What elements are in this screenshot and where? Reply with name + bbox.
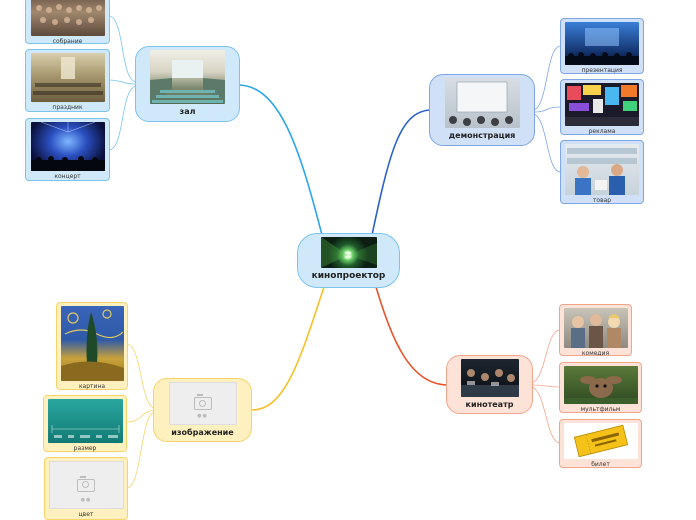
cinema-child-comedy[interactable]: комедия: [559, 304, 632, 357]
image-child-size[interactable]: размер: [43, 395, 127, 452]
painting-image: [60, 306, 124, 381]
connector-demo-1: [533, 45, 561, 111]
placeholder-dots-icon: ●●: [197, 413, 208, 419]
cinema-child-ticket[interactable]: билет: [559, 419, 642, 468]
connector-image-2: [126, 409, 155, 423]
presentation-image: [565, 22, 639, 65]
hall-child-meeting[interactable]: собрание: [25, 0, 110, 45]
concert-label: концерт: [54, 173, 81, 180]
placeholder-dots-icon: ●●: [80, 497, 92, 503]
demonstration-image: [444, 78, 520, 128]
camera-icon: [77, 475, 95, 492]
image-child-painting[interactable]: картина: [56, 302, 128, 390]
branch-demonstration-label: демонстрация: [448, 131, 516, 140]
branch-hall-label: зал: [179, 107, 196, 116]
cinema-child-cartoon[interactable]: мультфильм: [559, 362, 642, 413]
hall-child-concert[interactable]: концерт: [25, 118, 110, 181]
comedy-label: комедия: [581, 350, 610, 357]
connector-demo-2: [533, 106, 561, 113]
branch-cinema[interactable]: кинотеатр: [446, 355, 533, 414]
connector-cinema-1: [531, 329, 560, 384]
painting-label: картина: [78, 383, 106, 390]
cartoon-image: [563, 366, 638, 404]
demo-child-goods[interactable]: товар: [560, 140, 644, 204]
connector-hall-2: [108, 79, 137, 85]
goods-label: товар: [592, 197, 612, 204]
image-child-color[interactable]: ●● цвет: [44, 457, 128, 520]
camera-icon: [193, 394, 212, 410]
branch-demonstration[interactable]: демонстрация: [429, 74, 535, 146]
holiday-label: праздник: [52, 104, 83, 111]
branch-hall[interactable]: зал: [135, 46, 240, 122]
branch-image[interactable]: ●● изображение: [153, 378, 252, 442]
color-placeholder: ●●: [48, 461, 124, 509]
advertising-label: реклама: [588, 128, 616, 135]
ticket-image: [563, 423, 638, 459]
hall-image: [150, 50, 225, 104]
projector-beam-image: [320, 237, 377, 268]
connector-center-hall: [237, 84, 323, 236]
hall-child-holiday[interactable]: праздник: [25, 49, 110, 112]
connector-cinema-3: [531, 386, 560, 444]
connector-cinema-2: [531, 384, 560, 388]
demo-child-presentation[interactable]: презентация: [560, 18, 644, 74]
cartoon-label: мультфильм: [580, 406, 621, 413]
branch-image-label: изображение: [171, 428, 234, 437]
goods-image: [565, 144, 639, 195]
comedy-image: [563, 308, 628, 348]
advertising-image: [565, 83, 639, 126]
connector-center-image: [251, 286, 325, 411]
branch-cinema-label: кинотеатр: [465, 400, 514, 409]
connector-demo-3: [533, 113, 561, 173]
demo-child-advertising[interactable]: реклама: [560, 79, 644, 135]
connector-hall-1: [108, 15, 137, 83]
connector-image-3: [126, 411, 155, 489]
connector-center-cinema: [375, 286, 449, 386]
central-node-label: кинопроектор: [311, 271, 386, 281]
color-label: цвет: [78, 511, 94, 518]
presentation-label: презентация: [581, 67, 623, 74]
central-node[interactable]: кинопроектор: [297, 233, 400, 288]
size-image: [47, 399, 123, 443]
connector-center-demo: [371, 109, 431, 236]
holiday-image: [30, 53, 105, 102]
image-placeholder: ●●: [168, 382, 237, 425]
size-label: размер: [73, 445, 97, 452]
connector-image-1: [126, 343, 155, 409]
connector-hall-3: [108, 85, 137, 151]
cinema-image: [460, 359, 519, 397]
meeting-label: собрание: [52, 38, 83, 45]
meeting-image: [30, 0, 105, 36]
concert-image: [30, 122, 105, 171]
ticket-label: билет: [591, 461, 610, 468]
